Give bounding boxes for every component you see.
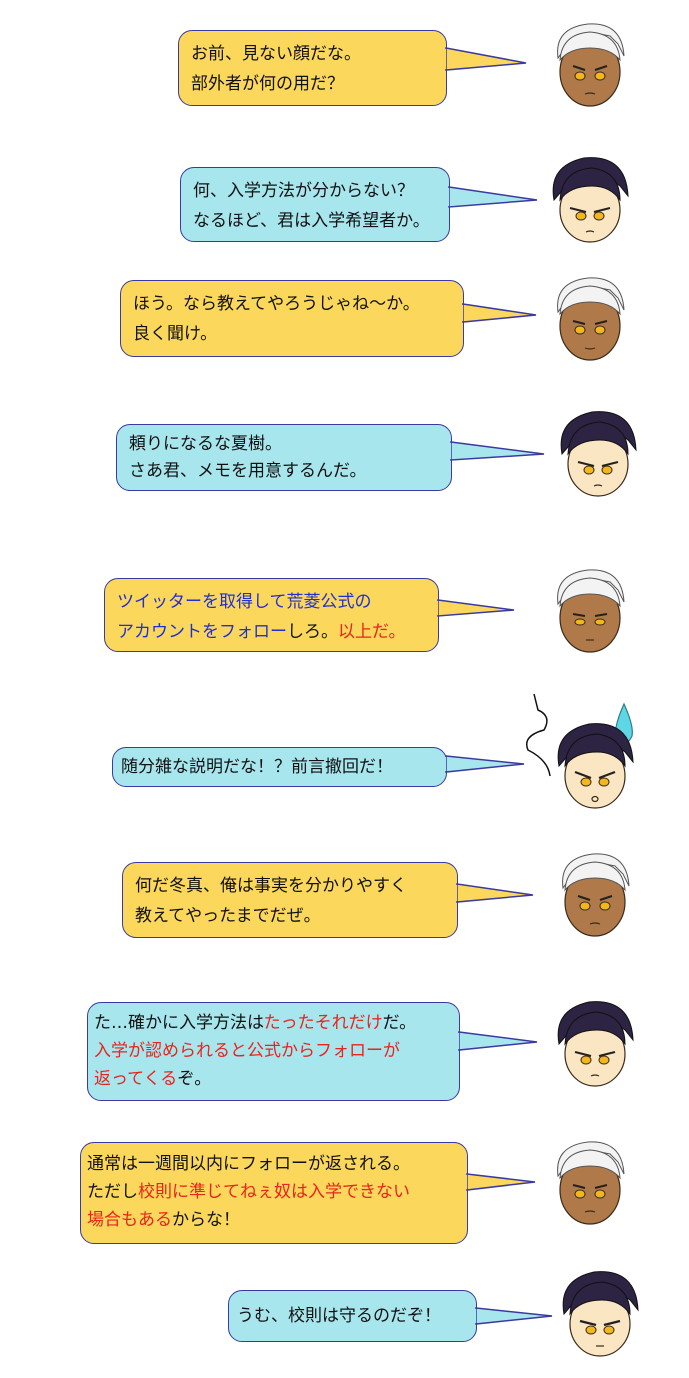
speech-tail [455, 883, 534, 903]
dark-haired-character-face [557, 723, 634, 809]
dark-haired-character-face [562, 1271, 639, 1357]
dark-haired-character-face [560, 411, 637, 497]
speech-line: ただし校則に準じてねぇ奴は入学できない [87, 1178, 461, 1206]
speech-line: 教えてやったまでだぜ。 [135, 906, 321, 926]
speech-line: 通常は一週間以内にフォローが返される。 [87, 1154, 410, 1174]
speech-tail [436, 599, 515, 617]
speech-bubble: お前、見ない顔だな。 部外者が何の用だ？ [178, 30, 447, 106]
speech-line: さあ君、メモを用意するんだ。 [129, 461, 367, 481]
speech-bubble: ツイッターを取得して荒菱公式の アカウントをフォローしろ。以上だ。 [104, 578, 439, 652]
dialogue-row-9: 通常は一週間以内にフォローが返される。 ただし校則に準じてねぇ奴は入学できない … [0, 1130, 689, 1260]
plain-text: だ。 [382, 1013, 417, 1033]
emphasis-red-text: 場合もある [87, 1210, 172, 1230]
speech-bubble: ほう。なら教えてやろうじゃね～か。 良く聞け。 [120, 280, 464, 357]
speech-tail [457, 1031, 538, 1051]
dialogue-row-1: お前、見ない顔だな。 部外者が何の用だ？ [0, 0, 689, 120]
speech-bubble: た…確かに入学方法はたったそれだけだ。 入学が認められると公式からフォローが 返… [87, 1002, 460, 1101]
speech-bubble: うむ、校則は守るのだぞ！ [228, 1290, 477, 1342]
speech-line: ツイッターを取得して荒菱公式の [117, 587, 426, 617]
plain-text: ぞ。 [177, 1069, 212, 1089]
plain-text: た…確かに入学方法は [94, 1013, 264, 1033]
white-haired-character-face [557, 23, 625, 107]
speech-line: お前、見ない顔だな。 [191, 44, 361, 64]
white-haired-character-face [557, 277, 625, 361]
speech-line: アカウントをフォローしろ。以上だ。 [117, 617, 426, 647]
speech-bubble: 何だ冬真、俺は事実を分かりやすく 教えてやったまでだぜ。 [122, 862, 458, 938]
speech-bubble: 頼りになるな夏樹。 さあ君、メモを用意するんだ。 [116, 424, 452, 491]
dark-haired-character-face [552, 157, 629, 243]
white-haired-character-face [557, 1141, 625, 1225]
plain-text: からな！ [172, 1210, 240, 1230]
speech-line: 何、入学方法が分からない？ [193, 181, 414, 201]
speech-line: 場合もあるからな！ [87, 1206, 461, 1234]
speech-line: た…確かに入学方法はたったそれだけだ。 [94, 1009, 453, 1037]
speech-tail [447, 186, 538, 208]
speech-tail [465, 1173, 536, 1191]
white-haired-character-face [557, 569, 625, 653]
plain-text: ただし [87, 1182, 138, 1202]
shock-lines-icon [526, 693, 551, 777]
speech-line: うむ、校則は守るのだぞ！ [237, 1306, 441, 1326]
dialogue-row-6: 随分雑な説明だな！？前言撤回だ！ [0, 690, 689, 820]
plain-text: しろ。 [287, 622, 338, 642]
speech-bubble: 随分雑な説明だな！？前言撤回だ！ [112, 747, 447, 787]
speech-line: 部外者が何の用だ？ [191, 74, 344, 94]
white-haired-character-face [562, 853, 630, 937]
emphasis-red-text: 以上だ。 [338, 622, 406, 642]
speech-tail [461, 303, 537, 323]
speech-line: 入学が認められると公式からフォローが [94, 1037, 453, 1065]
speech-bubble: 何、入学方法が分からない？ なるほど、君は入学希望者か。 [180, 167, 450, 242]
speech-line: 返ってくるぞ。 [94, 1065, 453, 1093]
dialogue-row-7: 何だ冬真、俺は事実を分かりやすく 教えてやったまでだぜ。 [0, 840, 689, 960]
speech-line: なるほど、君は入学希望者か。 [193, 211, 430, 231]
emphasis-blue-text: アカウントをフォロー [117, 622, 287, 642]
emphasis-red-text: 入学が認められると公式からフォローが [94, 1041, 400, 1061]
speech-bubble: 通常は一週間以内にフォローが返される。 ただし校則に準じてねぇ奴は入学できない … [80, 1142, 468, 1244]
speech-line: 頼りになるな夏樹。 [129, 434, 282, 454]
emphasis-blue-text: ツイッターを取得して荒菱公式の [117, 592, 372, 612]
speech-tail [444, 47, 527, 71]
dialogue-row-5: ツイッターを取得して荒菱公式の アカウントをフォローしろ。以上だ。 [0, 560, 689, 680]
speech-tail [474, 1307, 553, 1325]
dialogue-row-4: 頼りになるな夏樹。 さあ君、メモを用意するんだ。 [0, 400, 689, 520]
emphasis-red-text: 校則に準じてねぇ奴は入学できない [138, 1182, 410, 1202]
dialogue-row-10: うむ、校則は守るのだぞ！ [0, 1270, 689, 1370]
speech-tail [444, 755, 525, 773]
emphasis-red-text: 返ってくる [94, 1069, 178, 1089]
dialogue-row-2: 何、入学方法が分からない？ なるほど、君は入学希望者か。 [0, 140, 689, 260]
dialogue-row-8: た…確かに入学方法はたったそれだけだ。 入学が認められると公式からフォローが 返… [0, 990, 689, 1120]
dark-haired-character-face [557, 1001, 634, 1087]
speech-line: 何だ冬真、俺は事実を分かりやすく [135, 876, 407, 896]
speech-line: 良く聞け。 [133, 324, 218, 344]
speech-line: 随分雑な説明だな！？前言撤回だ！ [121, 757, 393, 777]
emphasis-red-text: たったそれだけ [263, 1013, 383, 1033]
speech-tail [449, 441, 545, 461]
dialogue-row-3: ほう。なら教えてやろうじゃね～か。 良く聞け。 [0, 260, 689, 380]
speech-line: ほう。なら教えてやろうじゃね～か。 [133, 294, 420, 314]
